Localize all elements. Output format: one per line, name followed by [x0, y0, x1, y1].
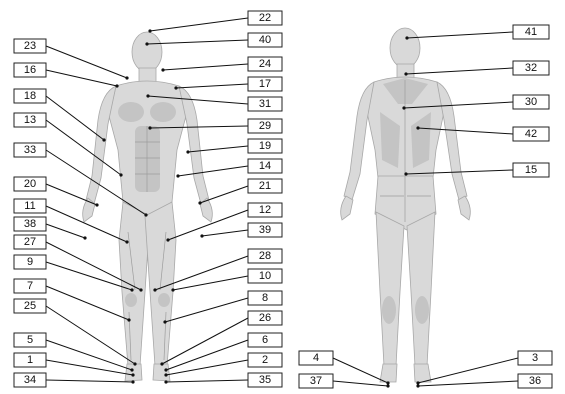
label-18: 18 [24, 90, 36, 102]
label-39: 39 [259, 224, 271, 236]
label-20: 20 [24, 178, 36, 190]
label-box-4: 4 [299, 351, 333, 365]
label-box-17: 17 [248, 77, 282, 91]
label-27: 27 [24, 236, 36, 248]
label-24: 24 [259, 58, 271, 70]
label-22: 22 [259, 12, 271, 24]
label-box-26: 26 [248, 311, 282, 325]
label-38: 38 [24, 218, 36, 230]
label-32: 32 [525, 62, 537, 74]
label-41: 41 [525, 26, 537, 38]
front-body-figure [83, 32, 213, 381]
label-box-10: 10 [248, 269, 282, 283]
label-box-12: 12 [248, 203, 282, 217]
label-box-20: 20 [14, 177, 46, 191]
label-31: 31 [259, 98, 271, 110]
label-box-8: 8 [248, 291, 282, 305]
label-11: 11 [24, 200, 35, 212]
label-37: 37 [310, 375, 322, 387]
label-4: 4 [313, 352, 319, 364]
label-23: 23 [24, 40, 36, 52]
label-33: 33 [24, 144, 36, 156]
label-box-30: 30 [513, 95, 549, 109]
label-3: 3 [532, 352, 538, 364]
label-box-5: 5 [14, 333, 46, 347]
label-19: 19 [259, 140, 271, 152]
label-5: 5 [27, 334, 33, 346]
label-box-25: 25 [14, 299, 46, 313]
label-box-40: 40 [248, 33, 282, 47]
label-15: 15 [525, 164, 537, 176]
label-6: 6 [262, 334, 268, 346]
label-9: 9 [27, 256, 33, 268]
label-29: 29 [259, 120, 271, 132]
label-box-29: 29 [248, 119, 282, 133]
label-21: 21 [259, 180, 271, 192]
label-box-14: 14 [248, 159, 282, 173]
label-box-28: 28 [248, 249, 282, 263]
label-25: 25 [24, 300, 36, 312]
label-box-3: 3 [518, 351, 552, 365]
label-box-41: 41 [513, 25, 549, 39]
back-body-figure [341, 28, 471, 382]
label-14: 14 [259, 160, 271, 172]
label-box-9: 9 [14, 255, 46, 269]
label-box-6: 6 [248, 333, 282, 347]
label-8: 8 [262, 292, 268, 304]
label-30: 30 [525, 96, 537, 108]
label-28: 28 [259, 250, 271, 262]
label-box-19: 19 [248, 139, 282, 153]
front-left-labels: 23 16 18 13 33 20 11 38 27 9 7 25 5 1 34 [14, 39, 46, 387]
label-7: 7 [27, 280, 33, 292]
label-box-2: 2 [248, 353, 282, 367]
label-35: 35 [259, 374, 271, 386]
label-13: 13 [24, 114, 36, 126]
label-box-15: 15 [513, 163, 549, 177]
label-box-39: 39 [248, 223, 282, 237]
label-box-33: 33 [14, 143, 46, 157]
label-2: 2 [262, 354, 268, 366]
label-16: 16 [24, 64, 36, 76]
label-box-11: 11 [14, 199, 46, 213]
label-1: 1 [27, 354, 33, 366]
label-box-37: 37 [299, 374, 333, 388]
label-box-32: 32 [513, 61, 549, 75]
front-right-labels: 22 40 24 17 31 29 19 14 21 12 39 28 10 8… [248, 11, 282, 387]
label-box-34: 34 [14, 373, 46, 387]
label-box-22: 22 [248, 11, 282, 25]
label-36: 36 [529, 375, 541, 387]
label-10: 10 [259, 270, 271, 282]
label-box-21: 21 [248, 179, 282, 193]
label-box-35: 35 [248, 373, 282, 387]
label-box-16: 16 [14, 63, 46, 77]
label-box-31: 31 [248, 97, 282, 111]
label-box-13: 13 [14, 113, 46, 127]
label-34: 34 [24, 374, 36, 386]
label-box-24: 24 [248, 57, 282, 71]
label-box-18: 18 [14, 89, 46, 103]
label-box-38: 38 [14, 217, 46, 231]
label-box-1: 1 [14, 353, 46, 367]
label-40: 40 [259, 34, 271, 46]
label-box-7: 7 [14, 279, 46, 293]
label-12: 12 [259, 204, 271, 216]
label-17: 17 [259, 78, 271, 90]
label-42: 42 [525, 128, 537, 140]
label-26: 26 [259, 312, 271, 324]
label-box-42: 42 [513, 127, 549, 141]
label-box-27: 27 [14, 235, 46, 249]
label-box-36: 36 [518, 374, 552, 388]
label-box-23: 23 [14, 39, 46, 53]
